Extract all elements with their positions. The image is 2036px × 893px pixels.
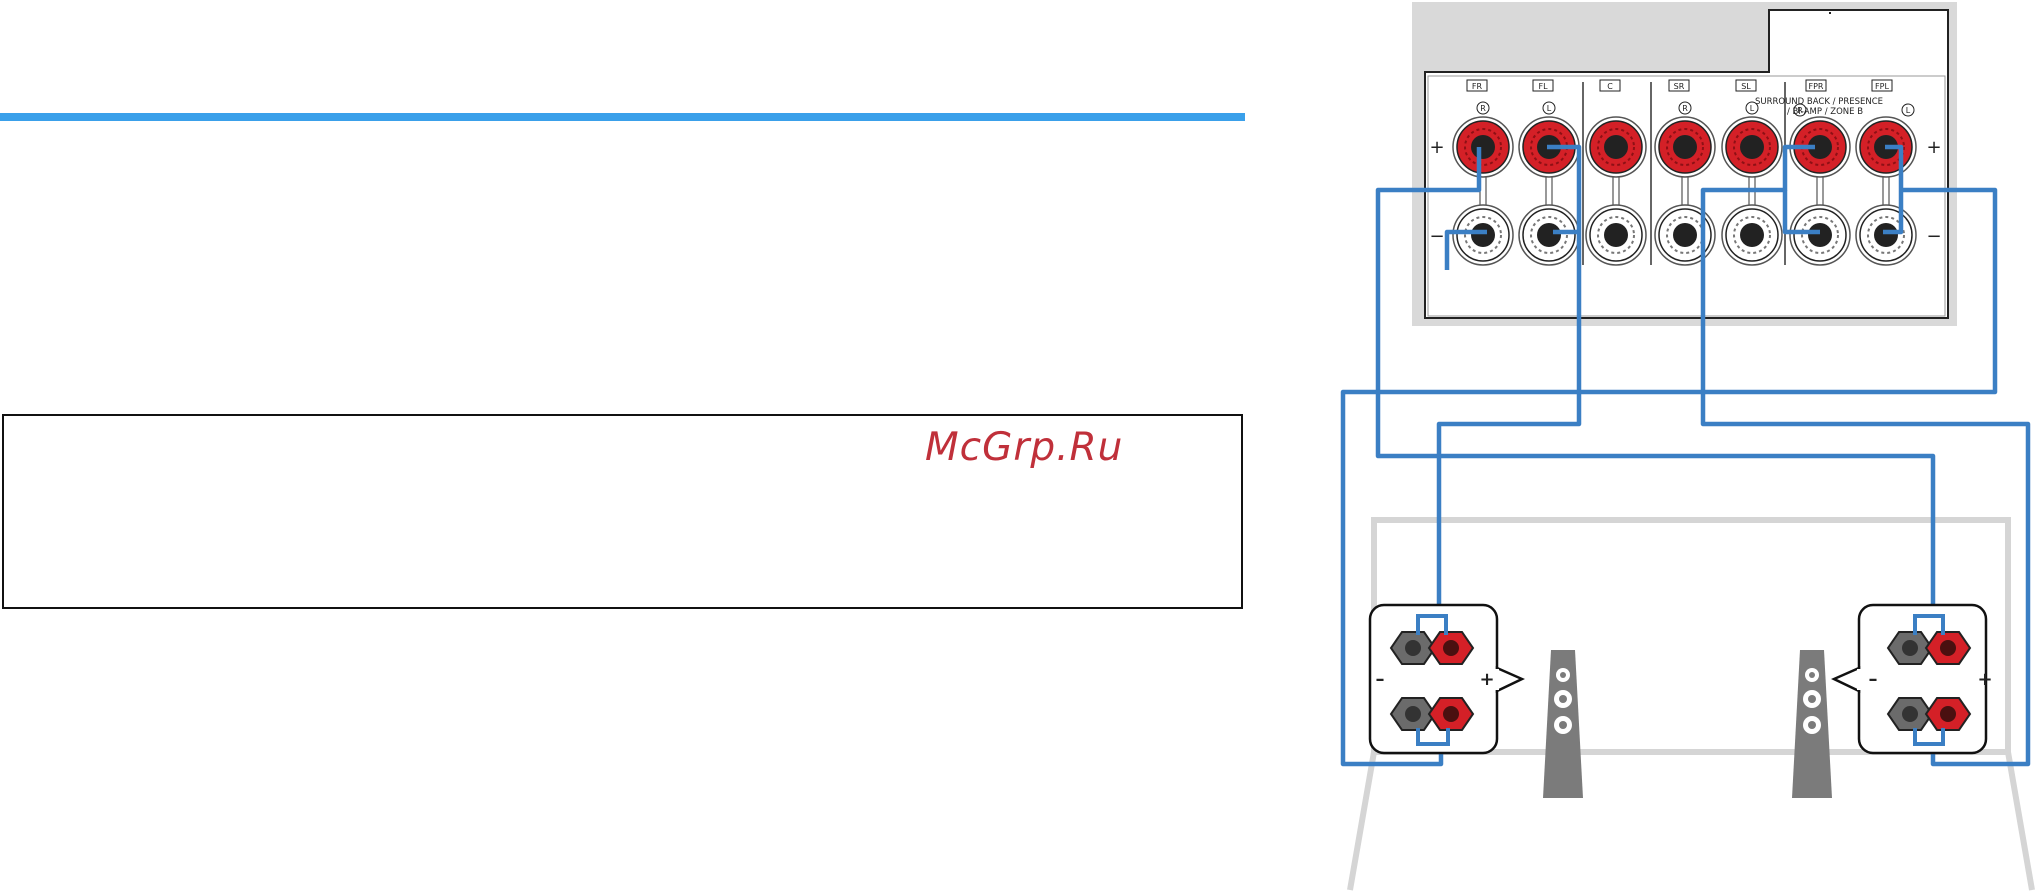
channel-label-sl: SL (1735, 79, 1757, 92)
receiver-rear-panel: FR R FL L C SR R SL L FPR R FPL L SURROUND BACK / PR… (1412, 2, 1957, 326)
channel-label-text: FR (1472, 82, 1483, 91)
left-panel-plus: + (1479, 669, 1494, 690)
side-label-text: L (1750, 104, 1755, 113)
channel-label-text: SL (1741, 82, 1751, 91)
channel-label-text: FPL (1875, 82, 1889, 91)
side-label-sr: R (1678, 101, 1692, 115)
receiver-terminal-pair-fr (1452, 116, 1514, 266)
receiver-channel-labels: FR R FL L C SR R SL L FPR R FPL L (1466, 79, 1915, 117)
channel-label-text: C (1607, 82, 1613, 91)
receiver-minus-left: − (1429, 226, 1444, 247)
side-label-text: R (1797, 106, 1803, 115)
side-label-sl: L (1745, 101, 1759, 115)
receiver-minus-right: − (1926, 226, 1941, 247)
side-label-text: L (1547, 104, 1552, 113)
right-terminal-lower-minus (1886, 697, 1934, 731)
cable-fpl-outer (1340, 187, 1998, 767)
side-label-fpr: R (1793, 103, 1807, 117)
left-speaker-terminal-panel: – + (1368, 603, 1525, 755)
side-label-text: R (1480, 104, 1486, 113)
receiver-plus-right: + (1926, 137, 1941, 158)
channel-label-fpr: FPR (1805, 79, 1827, 92)
right-terminal-upper-minus (1886, 631, 1934, 665)
side-label-fpl: L (1901, 103, 1915, 117)
receiver-terminal-pair-c (1585, 116, 1647, 266)
side-label-fr: R (1476, 101, 1490, 115)
zone-label-line1: SURROUND BACK / PRESENCE (1755, 97, 1883, 107)
right-terminal-lower-plus (1924, 697, 1972, 731)
cable-fpr-minus (1782, 190, 1820, 235)
right-terminal-upper-plus (1924, 631, 1972, 665)
right-panel-plus: + (1977, 669, 1992, 690)
receiver-terminal-pair-fpr (1789, 116, 1851, 266)
right-speaker-terminal-panel: – + (1831, 603, 1993, 755)
left-panel-minus: – (1376, 669, 1385, 690)
channel-label-c: C (1599, 79, 1621, 92)
channel-label-sr: SR (1668, 79, 1690, 92)
channel-label-fpl: FPL (1871, 79, 1893, 92)
channel-label-text: FL (1538, 82, 1548, 91)
left-terminal-upper-minus (1389, 631, 1437, 665)
receiver-terminal-pair-sr (1654, 116, 1716, 266)
side-label-text: R (1682, 104, 1688, 113)
cable-fr-low (1444, 229, 1487, 270)
cable-fr-high (1375, 147, 1936, 615)
text-column: McGrp.Ru (0, 113, 1245, 609)
left-tower-speaker (1543, 650, 1583, 798)
left-terminal-lower-plus (1427, 697, 1475, 731)
receiver-terminal-pair-sl (1721, 116, 1783, 266)
channel-label-fl: FL (1532, 79, 1554, 92)
note-box (2, 414, 1243, 609)
biamp-connection-diagram: FR R FL L C SR R SL L FPR R FPL L SURROUND BACK / PR… (1340, 2, 2035, 891)
side-label-fl: L (1542, 101, 1556, 115)
channel-label-text: SR (1674, 82, 1685, 91)
right-tower-speaker (1792, 650, 1832, 798)
side-label-text: L (1906, 106, 1911, 115)
zone-label-line2: / BI-AMP / ZONE B (1787, 107, 1863, 117)
cable-fpr-plus (1700, 144, 2031, 767)
left-terminal-lower-minus (1389, 697, 1437, 731)
receiver-plus-left: + (1429, 137, 1444, 158)
watermark-text: McGrp.Ru (925, 425, 1124, 470)
left-terminal-upper-plus (1427, 631, 1475, 665)
channel-label-text: FPR (1809, 82, 1824, 91)
right-panel-minus: – (1869, 669, 1878, 690)
section-header-rule (0, 113, 1245, 121)
channel-label-fr: FR (1466, 79, 1488, 92)
